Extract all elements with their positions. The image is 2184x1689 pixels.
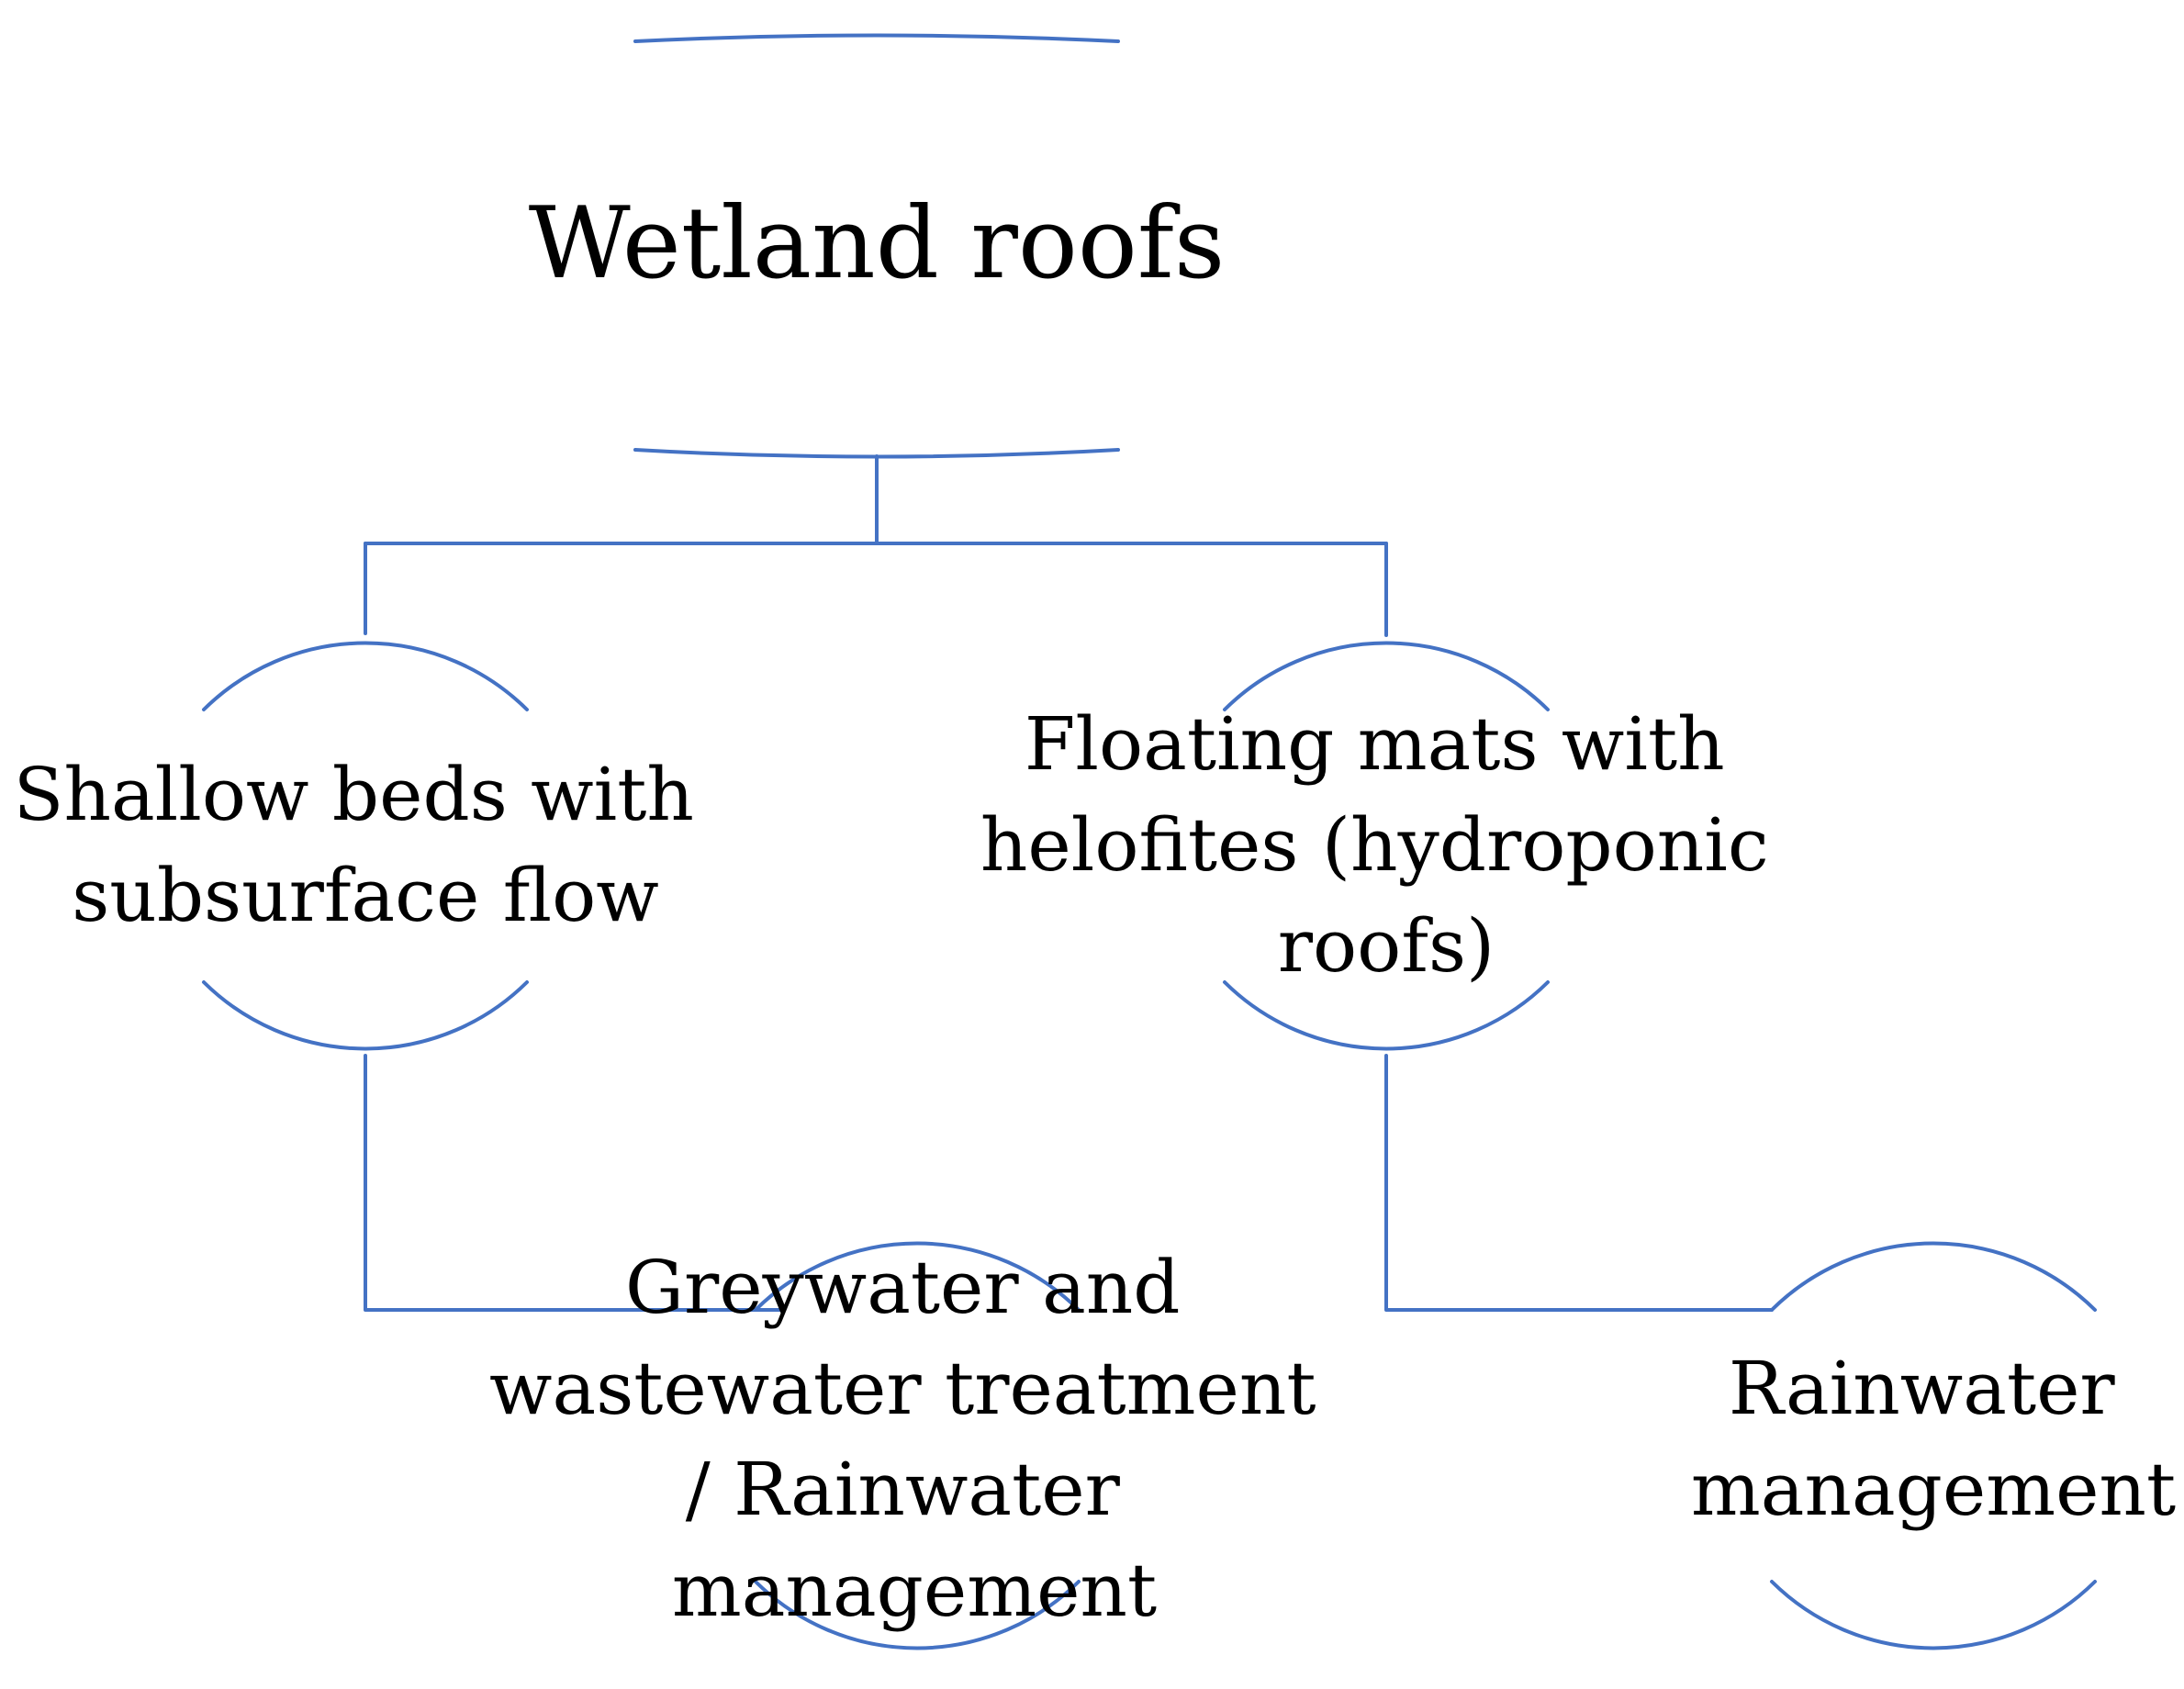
node-shapes	[202, 33, 2097, 1650]
rainwater-label-line: Rainwater	[1729, 1346, 2116, 1431]
root-node-shape	[633, 33, 1120, 459]
greywater-label-line: management	[672, 1548, 1157, 1633]
shallow-beds-label: Shallow beds with subsurface flow	[14, 752, 718, 938]
greywater-node-shape	[754, 1241, 1081, 1650]
rainwater-label: Rainwater management	[1691, 1346, 2176, 1532]
floating-mats-label-line: Floating mats with	[1025, 701, 1725, 787]
shallow-beds-label-line: subsurface flow	[72, 853, 659, 938]
rainwater-label-line: management	[1691, 1447, 2176, 1532]
connector-floating-mats-to-rainwater	[1384, 1054, 1774, 1312]
floating-mats-label-line: helofites (hydroponic	[980, 802, 1769, 888]
floating-mats-label: Floating mats with helofites (hydroponic…	[980, 701, 1792, 989]
greywater-label-line: / Rainwater	[686, 1447, 1121, 1532]
root-label-line: Wetland roofs	[529, 186, 1226, 301]
root-label: Wetland roofs	[529, 186, 1226, 301]
greywater-label-line: wastewater treatment	[489, 1346, 1316, 1431]
rainwater-node-shape	[1770, 1241, 2097, 1650]
floating-mats-node-shape	[1223, 641, 1550, 1051]
greywater-label-line: Greywater and	[625, 1245, 1180, 1330]
shallow-beds-node-shape	[202, 641, 529, 1051]
node-labels: Wetland roofs Shallow beds with subsurfa…	[14, 186, 2176, 1633]
connector-shallow-beds-to-greywater	[364, 1054, 782, 1312]
shallow-beds-label-line: Shallow beds with	[14, 752, 694, 837]
connector-root-to-branches	[364, 454, 1388, 545]
greywater-label: Greywater and wastewater treatment / Rai…	[489, 1245, 1339, 1633]
connectors	[364, 454, 1774, 1312]
floating-mats-label-line: roofs)	[1278, 903, 1495, 989]
